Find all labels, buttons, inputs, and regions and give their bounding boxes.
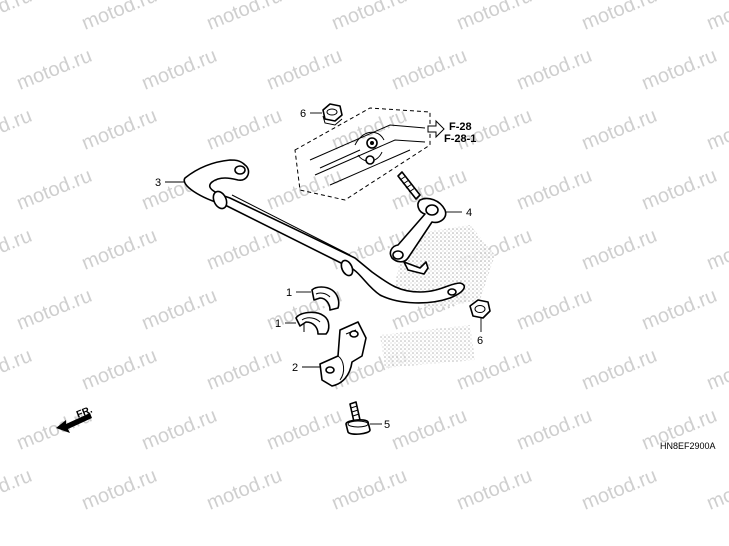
callout-nut-top: 6 <box>300 108 306 120</box>
watermark-layer: motod.ru motod.ru motod.ru motod.ru motod.ru… <box>0 0 729 515</box>
watermark-text: motod.ru <box>14 165 95 215</box>
watermark-text: motod.ru <box>204 225 285 275</box>
watermark-text: motod.ru <box>139 405 220 455</box>
watermark-text: motod.ru <box>704 225 729 275</box>
bushing-lower <box>295 311 330 335</box>
watermark-text: motod.ru <box>389 405 470 455</box>
flange-bolt <box>345 401 371 435</box>
reference-arrow <box>427 119 445 139</box>
watermark-text: motod.ru <box>454 465 535 515</box>
shading <box>380 225 495 368</box>
watermark-text: motod.ru <box>704 465 729 515</box>
watermark-text: motod.ru <box>79 345 160 395</box>
watermark-text: motod.ru <box>704 105 729 155</box>
watermark-text: motod.ru <box>204 465 285 515</box>
watermark-text: motod.ru <box>0 345 35 395</box>
watermark-text: motod.ru <box>79 465 160 515</box>
watermark-text: motod.ru <box>579 225 660 275</box>
callout-holder: 2 <box>292 362 298 374</box>
watermark-text: motod.ru <box>204 105 285 155</box>
watermark-text: motod.ru <box>0 225 35 275</box>
callout-bolt: 5 <box>384 419 390 431</box>
watermark-text: motod.ru <box>204 345 285 395</box>
watermark-text: motod.ru <box>204 0 285 35</box>
callout-bushing-lower: 1 <box>275 318 281 330</box>
frame-reference-box <box>294 107 431 201</box>
callout-bar: 3 <box>155 177 161 189</box>
watermark-text: motod.ru <box>639 165 720 215</box>
watermark-text: motod.ru <box>14 285 95 335</box>
callout-bushing-upper: 1 <box>286 287 292 299</box>
watermark-text: motod.ru <box>79 105 160 155</box>
watermark-text: motod.ru <box>579 105 660 155</box>
callout-nut-right: 6 <box>477 335 483 347</box>
diagram-code: HN8EF2900A <box>660 441 716 451</box>
watermark-text: motod.ru <box>579 0 660 35</box>
watermark-text: motod.ru <box>704 345 729 395</box>
watermark-text: motod.ru <box>514 285 595 335</box>
reference-f28: F-28 <box>449 121 472 133</box>
callout-link: 4 <box>466 207 472 219</box>
watermark-text: motod.ru <box>329 0 410 35</box>
watermark-text: motod.ru <box>139 285 220 335</box>
nut-right <box>469 299 491 319</box>
watermark-text: motod.ru <box>579 465 660 515</box>
watermark-text: motod.ru <box>704 0 729 35</box>
nut-top <box>322 103 343 126</box>
watermark-text: motod.ru <box>639 45 720 95</box>
watermark-text: motod.ru <box>514 45 595 95</box>
watermark-text: motod.ru <box>14 45 95 95</box>
stabilizer-link <box>389 171 447 275</box>
watermark-text: motod.ru <box>639 285 720 335</box>
watermark-text: motod.ru <box>514 165 595 215</box>
holder-bracket <box>319 321 367 387</box>
watermark-text: motod.ru <box>139 45 220 95</box>
watermark-text: motod.ru <box>264 45 345 95</box>
watermark-text: motod.ru <box>514 405 595 455</box>
watermark-text: motod.ru <box>79 225 160 275</box>
watermark-text: motod.ru <box>389 45 470 95</box>
stabilizer-bar <box>183 159 466 304</box>
watermark-text: motod.ru <box>264 165 345 215</box>
watermark-text: motod.ru <box>0 465 35 515</box>
watermark-text: motod.ru <box>579 345 660 395</box>
watermark-text: motod.ru <box>264 405 345 455</box>
bushing-upper <box>311 286 340 311</box>
watermark-text: motod.ru <box>0 105 35 155</box>
watermark-text: motod.ru <box>79 0 160 35</box>
front-arrow <box>56 413 92 433</box>
watermark-text: motod.ru <box>0 0 35 35</box>
watermark-text: motod.ru <box>329 465 410 515</box>
watermark-text: motod.ru <box>454 0 535 35</box>
reference-f28-1: F-28-1 <box>444 133 476 145</box>
